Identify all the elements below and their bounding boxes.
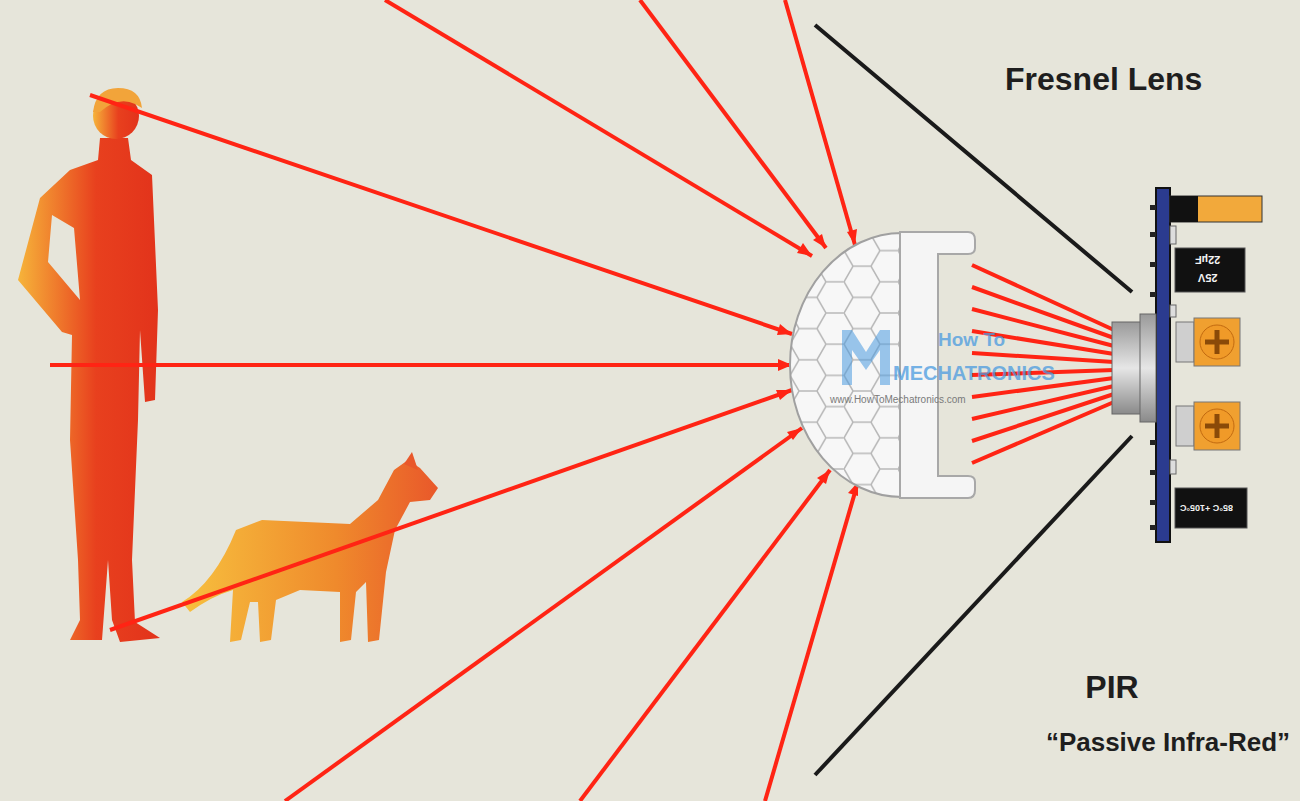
component-marking: 22µF [1195,254,1220,266]
watermark-text: MECHATRONICS [893,362,1055,384]
dog-figure [182,452,438,642]
guide-lines [815,25,1132,775]
watermark-logo [842,330,890,385]
sensor-label: PIR [1085,670,1138,705]
watermark-text: How To [938,330,1005,351]
component-marking: 85°C +105°C [1180,502,1233,512]
pir-module [1112,188,1262,542]
heading-label: Fresnel Lens [1005,62,1202,97]
component-marking: 25V [1198,272,1218,284]
fresnel-dome [790,233,902,497]
watermark-url: www.HowToMechatronics.com [830,394,966,405]
infrared-rays [50,0,858,801]
sensor-subtitle: “Passive Infra-Red” [1046,728,1290,757]
